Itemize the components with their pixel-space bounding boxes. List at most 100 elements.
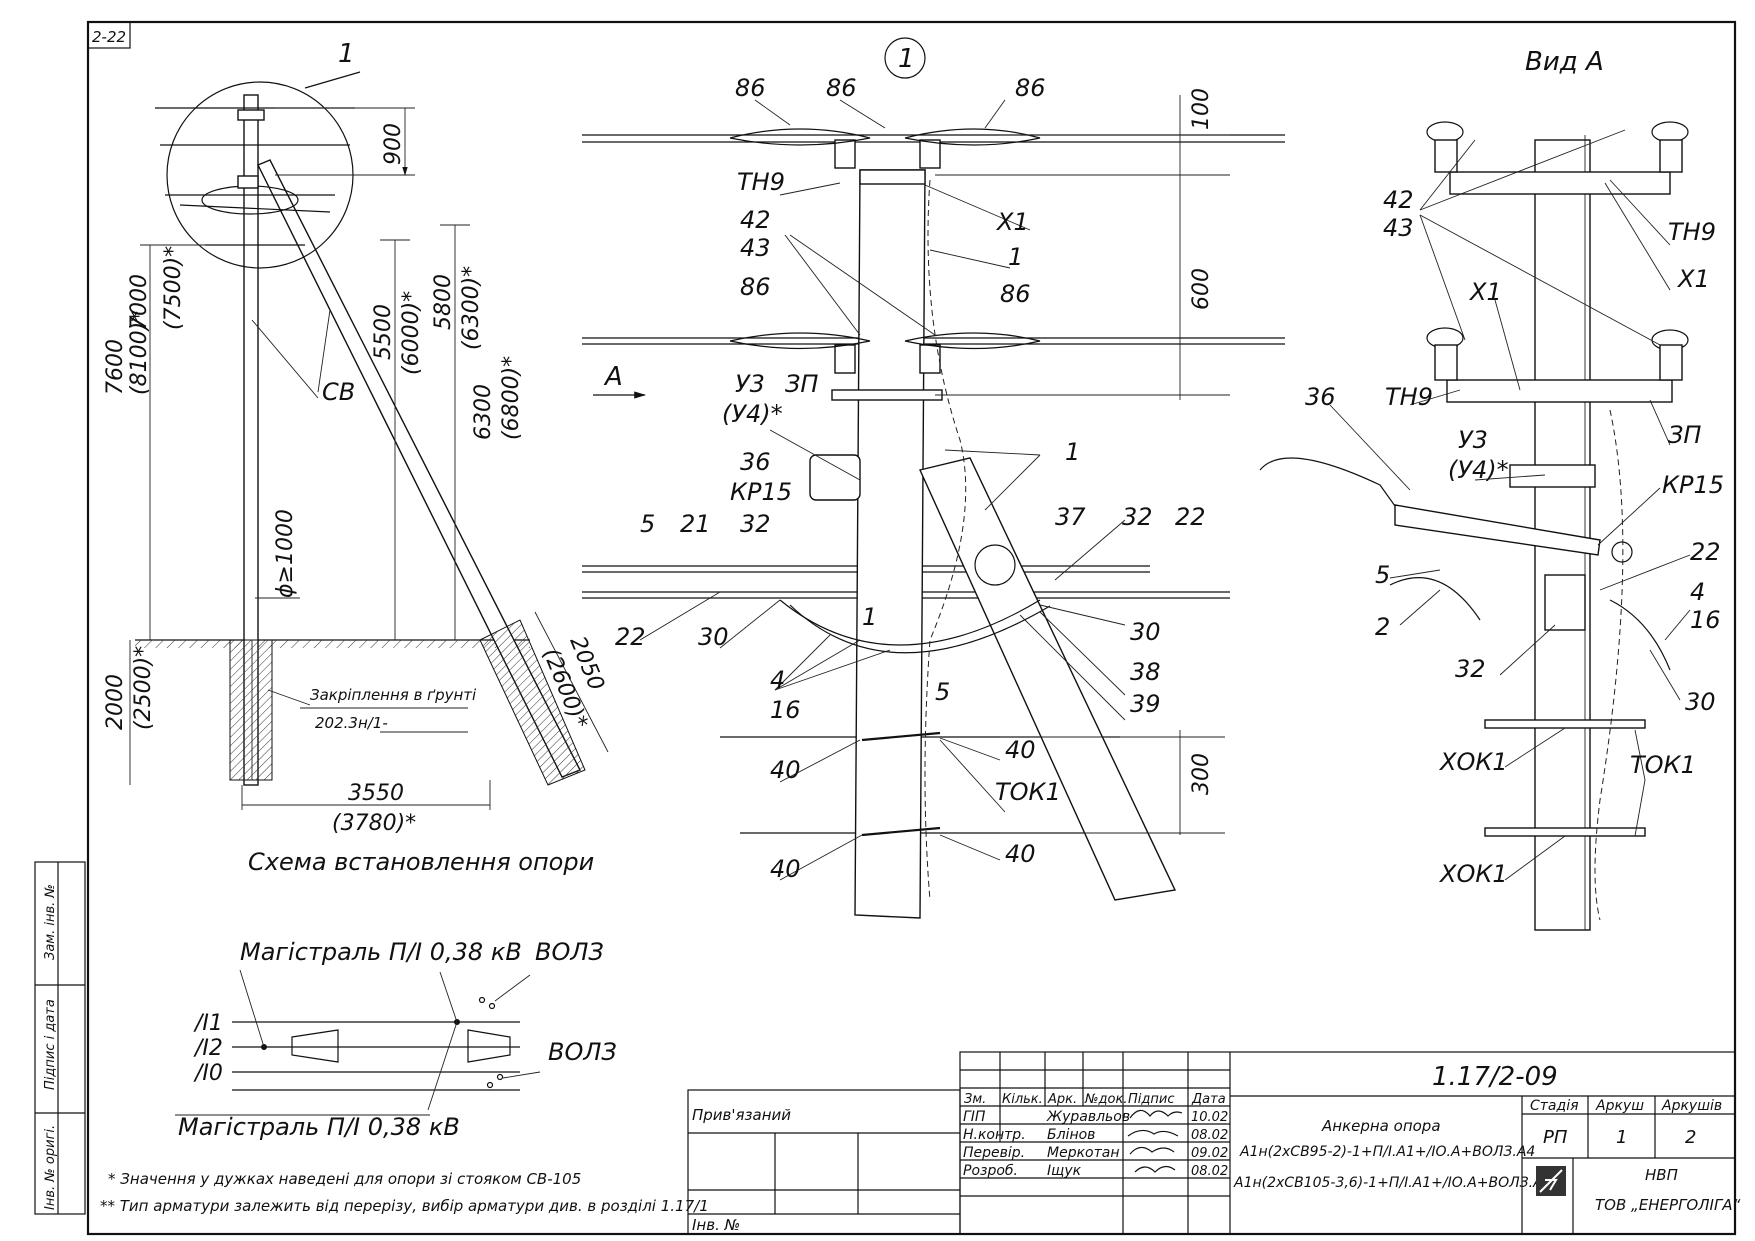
detail-leaders (639, 99, 1126, 881)
tb-inv-no: Інв. № (692, 1216, 740, 1234)
insulators-top (729, 128, 1041, 374)
tb-sheet-h: Аркуш (1595, 1098, 1644, 1114)
signatures (1127, 1109, 1183, 1173)
tb-pryviazanyi: Прив'язаний (692, 1106, 791, 1124)
lbl-zp: ЗП (785, 370, 818, 398)
va-2: 2 (1375, 613, 1390, 641)
va-x1a: Х1 (1676, 265, 1710, 293)
va-u3: У3 (1458, 426, 1488, 454)
view-a: Вид А (1259, 47, 1724, 931)
tb-date-0: 10.02 (1191, 1110, 1228, 1125)
detail-pole (854, 169, 926, 919)
va-tok1: ТОК1 (1630, 751, 1696, 779)
line-vols-a: ВОЛЗ (535, 938, 604, 966)
tb-desc-0: Анкерна опора (1321, 1117, 1441, 1135)
sheet-code: 2-22 (92, 28, 126, 46)
tb-org1: НВП (1645, 1166, 1678, 1184)
dim-2500: (2500)* (131, 646, 156, 730)
dim-600: 600 (1189, 268, 1214, 310)
va-16: 16 (1690, 606, 1721, 634)
va-xok1b: ХОК1 (1438, 860, 1508, 888)
lbl-39: 39 (1130, 690, 1161, 718)
lbl-40a: 40 (1005, 736, 1036, 764)
side-pidpys: Підпис і дата (43, 999, 58, 1090)
lbl-40b: 40 (770, 756, 801, 784)
va-u4: (У4)* (1448, 456, 1509, 484)
detail-1: 1 (582, 37, 1285, 919)
lbl-tok1: ТОК1 (995, 778, 1061, 806)
soil-fix-label: Закріплення в ґрунті (310, 686, 477, 704)
tb-h-ark: Арк. (1047, 1092, 1077, 1107)
va-xok1a: ХОК1 (1438, 748, 1508, 776)
tb-name-2: Меркотан (1047, 1145, 1120, 1161)
tb-h-kilk: Кільк. (1002, 1092, 1043, 1107)
lbl-30a: 30 (698, 623, 729, 651)
lbl-4: 4 (770, 666, 785, 694)
tb-h-doc: №док. (1084, 1092, 1127, 1107)
scheme-title: Схема встановлення опори (248, 848, 594, 876)
line-title-bottom: Магістраль П/І 0,38 кВ (178, 1113, 460, 1141)
dim-6300p: (6300)* (459, 266, 484, 350)
va-42: 42 (1383, 186, 1414, 214)
va-zp: ЗП (1668, 421, 1701, 449)
side-stamp: Зам. інв. № Підпис і дата Інв. № оригі. (34, 861, 86, 1215)
lbl-u4: (У4)* (722, 400, 783, 428)
note-2: ** Тип арматури залежить від перерізу, в… (100, 1197, 709, 1215)
line-l2: /І2 (193, 1036, 223, 1061)
lbl-5a: 5 (640, 510, 655, 538)
title-block: Прив'язаний Інв. № Зм. Кільк. Арк. №док.… (687, 1051, 1741, 1235)
lbl-x1: Х1 (995, 208, 1029, 236)
lbl-1a: 1 (1008, 243, 1023, 271)
dim-6000: (6000)* (399, 291, 424, 375)
lbl-21: 21 (680, 510, 711, 538)
lbl-u3: У3 (735, 370, 765, 398)
dim-7000: 7000 (127, 274, 152, 330)
tb-name-1: Блінов (1047, 1127, 1095, 1143)
cb-label: СВ (322, 378, 355, 406)
tb-role-2: Перевір. (963, 1145, 1025, 1161)
tb-h-data: Дата (1191, 1092, 1226, 1107)
lbl-1c: 1 (862, 603, 877, 631)
tb-h-pidpys: Підпис (1128, 1092, 1174, 1107)
tb-stage-h: Стадія (1530, 1098, 1579, 1114)
line-title-top: Магістраль П/І 0,38 кВ (240, 938, 522, 966)
lbl-86b: 86 (826, 74, 857, 102)
lbl-5b: 5 (935, 678, 950, 706)
scheme-callout-1: 1 (338, 39, 355, 69)
lbl-40d: 40 (770, 855, 801, 883)
tb-sheets-h: Аркушів (1661, 1098, 1722, 1114)
tb-desc-2: А1н(2хСВ105-3,6)-1+П/І.А1+/ІО.А+ВОЛЗ.А4 (1233, 1175, 1552, 1191)
va-kr15: КР15 (1662, 471, 1724, 499)
lbl-32a: 32 (740, 510, 771, 538)
tb-doc-code: 1.17/2-09 (1432, 1062, 1558, 1092)
view-arrow-label: А (603, 362, 623, 392)
view-a-title: Вид А (1525, 47, 1604, 77)
tb-sheets: 2 (1685, 1127, 1696, 1148)
tb-name-3: Іщук (1047, 1163, 1082, 1179)
detail-strut (919, 457, 1177, 901)
va-4: 4 (1690, 578, 1705, 606)
dim-100: 100 (1189, 88, 1214, 130)
tb-role-1: Н.контр. (963, 1127, 1026, 1143)
dim-7600: 7600 (103, 339, 128, 395)
dim-5500: 5500 (371, 304, 396, 360)
side-zam-inv: Зам. інв. № (43, 884, 58, 960)
pole-foundation (229, 639, 273, 781)
lbl-30b: 30 (1130, 618, 1161, 646)
va-tn9b: ТН9 (1385, 383, 1433, 411)
tb-h-zm: Зм. (964, 1092, 986, 1107)
va-43: 43 (1383, 214, 1414, 242)
installation-scheme: 1 900 7600 (8100)* 7000 (7500)* 5500 (60… (103, 39, 609, 876)
tb-role-3: Розроб. (963, 1163, 1018, 1179)
lbl-37: 37 (1055, 503, 1086, 531)
dim-6300: 6300 (471, 384, 496, 440)
tb-date-3: 08.02 (1191, 1164, 1228, 1179)
dim-300: 300 (1189, 753, 1214, 795)
lbl-86a: 86 (735, 74, 766, 102)
dim-3780: (3780)* (332, 811, 416, 836)
lbl-36: 36 (740, 448, 771, 476)
lbl-22b: 22 (615, 623, 646, 651)
va-22: 22 (1690, 538, 1721, 566)
side-inv-orig: Інв. № оригі. (43, 1125, 58, 1210)
